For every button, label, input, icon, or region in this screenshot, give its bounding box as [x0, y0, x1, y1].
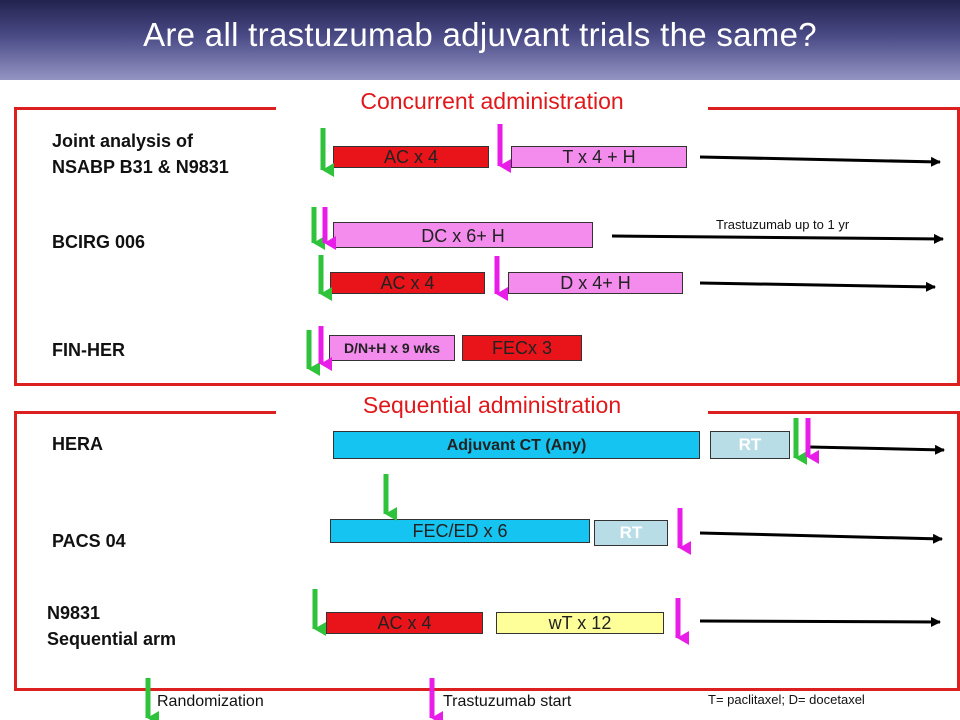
hera-timeline-arrow	[809, 444, 945, 455]
trial-pacs: PACS 04	[52, 531, 126, 551]
bcirg-timeline-arrow-2	[699, 281, 936, 292]
bcirg-timeline-arrow-1	[611, 233, 944, 244]
legend-trastuzumab-label: Trastuzumab start	[443, 693, 572, 710]
hera-ct-box: Adjuvant CT (Any)	[333, 431, 700, 459]
bcirg-ac-box: AC x 4	[330, 272, 485, 294]
finher-d-box: D/N+H x 9 wks	[329, 335, 455, 361]
bcirg-dc-box: DC x 6+ H	[333, 222, 593, 248]
n9831-wt-box: wT x 12	[496, 612, 664, 634]
finher-fec-box: FECx 3	[462, 335, 582, 361]
legend-randomization-label: Randomization	[157, 693, 264, 710]
trial-joint-line1: Joint analysis of	[52, 131, 194, 151]
slide-title: Are all trastuzumab adjuvant trials the …	[143, 16, 817, 53]
pacs-rt-box: RT	[594, 520, 668, 546]
trial-finher: FIN-HER	[52, 340, 125, 360]
concurrent-section-title: Concurrent administration	[276, 88, 708, 118]
n9831-ac-box: AC x 4	[326, 612, 483, 634]
trial-n9831-line2: Sequential arm	[47, 629, 177, 649]
trastuzumab-arrows	[318, 124, 819, 720]
hera-rt-box: RT	[710, 431, 790, 459]
sequential-section-title: Sequential administration	[276, 392, 708, 422]
trial-n9831: N9831 Sequential arm	[47, 600, 176, 652]
trastuzumab-duration-note: Trastuzumab up to 1 yr	[716, 217, 850, 232]
randomization-arrows	[145, 128, 807, 720]
bcirg-d-box: D x 4+ H	[508, 272, 683, 294]
title-bar: Are all trastuzumab adjuvant trials the …	[0, 0, 960, 80]
abbreviations-note: T= paclitaxel; D= docetaxel	[708, 692, 865, 707]
pacs-fec-box: FEC/ED x 6	[330, 519, 590, 543]
joint-t-box: T x 4 + H	[511, 146, 687, 168]
timeline-arrows	[611, 155, 945, 627]
joint-timeline-arrow	[699, 155, 941, 167]
trial-hera: HERA	[52, 434, 104, 454]
trial-joint-analysis: Joint analysis of NSABP B31 & N9831	[52, 128, 229, 180]
trial-bcirg: BCIRG 006	[52, 232, 146, 252]
trial-joint-line2: NSABP B31 & N9831	[52, 157, 229, 177]
n9831-timeline-arrow	[699, 616, 941, 627]
pacs-timeline-arrow	[699, 531, 943, 544]
joint-ac-box: AC x 4	[333, 146, 489, 168]
trial-n9831-line1: N9831	[47, 603, 101, 623]
